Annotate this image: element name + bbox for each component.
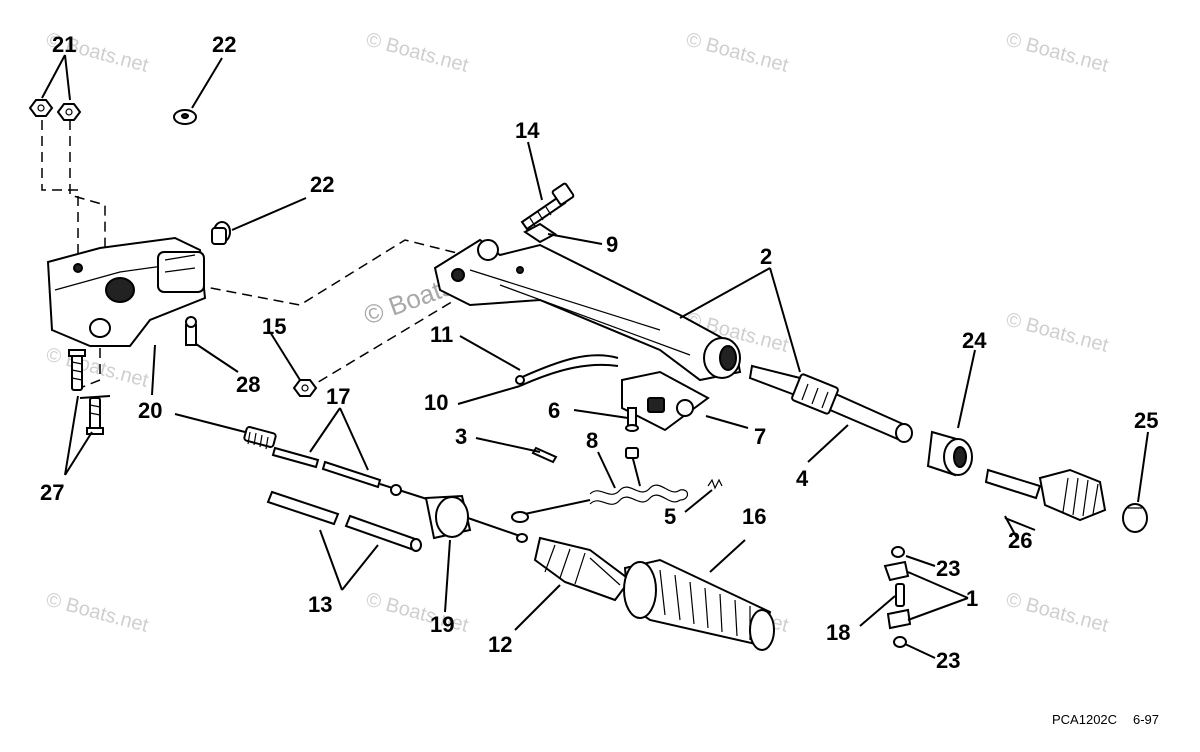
throttle-cable-17 <box>174 413 431 501</box>
spring-5 <box>707 478 723 490</box>
wire-harness-11 <box>515 354 619 387</box>
leader-lines <box>41 54 1149 659</box>
watermark: © Boats.net <box>44 344 151 392</box>
watermark: © Boats.net <box>1004 589 1111 637</box>
watermark: © Boats.net <box>364 589 471 637</box>
callout-11: 11 <box>430 322 453 347</box>
pin-3 <box>531 446 558 464</box>
callout-24: 24 <box>962 328 987 353</box>
watermarks: © Boats.net © Boats.net © Boats.net © Bo… <box>44 29 1111 637</box>
callout-26: 26 <box>1008 528 1032 553</box>
locknut-15 <box>292 379 318 397</box>
callout-4: 4 <box>796 466 809 491</box>
watermark: © Boats.net <box>44 589 151 637</box>
bolt-27 <box>68 349 104 435</box>
callout-20: 20 <box>138 398 162 423</box>
callout-25: 25 <box>1134 408 1158 433</box>
callout-2: 2 <box>760 244 772 269</box>
callout-3: 3 <box>455 424 467 449</box>
callout-21: 21 <box>52 32 76 57</box>
stop-switch-7 <box>621 370 710 432</box>
callout-19: 19 <box>430 612 454 637</box>
callout-12: 12 <box>488 632 512 657</box>
callout-16: 16 <box>742 504 766 529</box>
tiller-arm-2 <box>433 238 742 382</box>
nut-21 <box>28 99 82 121</box>
callout-10: 10 <box>424 390 448 415</box>
callout-18: 18 <box>826 620 850 645</box>
callout-15: 15 <box>262 314 286 339</box>
lanyard-8 <box>511 447 689 523</box>
link-assembly-1 <box>883 546 912 648</box>
screw-6 <box>625 407 639 432</box>
tiller-bracket-20 <box>46 236 207 347</box>
callout-23: 23 <box>936 648 960 673</box>
bushing-24 <box>926 430 973 477</box>
callout-22: 22 <box>310 172 334 197</box>
cap-25 <box>1122 503 1148 533</box>
drawing-date: 6-97 <box>1133 712 1159 727</box>
bolt-14 <box>520 182 575 231</box>
friction-screw-26 <box>984 468 1107 522</box>
grip-insert-12 <box>533 536 632 602</box>
watermark: © Boats.net <box>1004 29 1111 77</box>
callouts: 21 22 22 14 9 2 24 25 26 15 28 20 27 11 … <box>40 32 1158 673</box>
callout-23: 23 <box>936 556 960 581</box>
watermark: © Boats.net <box>364 29 471 77</box>
callout-7: 7 <box>754 424 766 449</box>
drawing-code: PCA1202C <box>1052 712 1117 727</box>
callout-27: 27 <box>40 480 64 505</box>
callout-9: 9 <box>606 232 618 257</box>
callout-1: 1 <box>966 586 978 611</box>
watermark: © Boats.net <box>1004 309 1111 357</box>
clip-9 <box>523 222 557 244</box>
callout-13: 13 <box>308 592 332 617</box>
washer-22 <box>173 109 197 125</box>
callout-17: 17 <box>326 384 350 409</box>
callout-5: 5 <box>664 504 676 529</box>
callout-22: 22 <box>212 32 236 57</box>
watermark: © Boats.net <box>684 29 791 77</box>
weight-19 <box>424 494 528 543</box>
throttle-grip-16 <box>623 558 775 651</box>
grease-fitting-28 <box>185 316 197 346</box>
callout-14: 14 <box>515 118 540 143</box>
callout-6: 6 <box>548 398 560 423</box>
washer-22-b <box>211 221 231 245</box>
callout-28: 28 <box>236 372 260 397</box>
callout-8: 8 <box>586 428 598 453</box>
sleeve-13 <box>266 490 422 552</box>
throttle-shaft-4 <box>748 364 913 443</box>
